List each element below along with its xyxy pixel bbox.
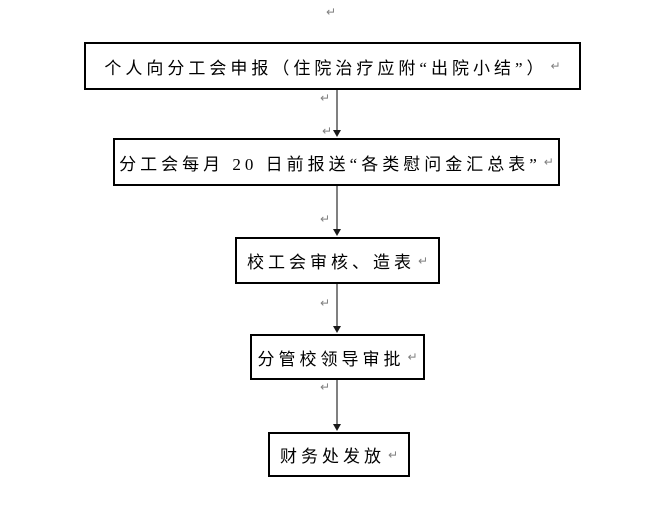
paragraph-return-mark: ↵ xyxy=(322,124,333,138)
paragraph-return-mark: ↵ xyxy=(326,5,337,19)
flow-step-label-5: 财务处发放 xyxy=(279,447,385,466)
paragraph-return-mark: ↵ xyxy=(543,155,554,169)
flow-step-box-3: 校工会审核、造表 ↵ xyxy=(235,237,440,284)
connector-line xyxy=(336,284,338,327)
flow-step-box-4: 分管校领导审批 ↵ xyxy=(250,334,425,380)
flow-step-label-3: 校工会审核、造表 xyxy=(246,253,415,272)
flow-step-box-5: 财务处发放 ↵ xyxy=(268,432,410,477)
connector-line xyxy=(336,380,338,425)
paragraph-return-mark: ↵ xyxy=(550,59,561,73)
flow-step-box-1: 个人向分工会申报（住院治疗应附“出院小结”） ↵ xyxy=(84,42,581,90)
flow-step-box-2: 分工会每月 20 日前报送“各类慰问金汇总表” ↵ xyxy=(113,138,560,186)
flow-step-label-4: 分管校领导审批 xyxy=(257,349,405,369)
paragraph-return-mark: ↵ xyxy=(320,296,331,310)
down-arrowhead-icon xyxy=(333,130,341,137)
paragraph-return-mark: ↵ xyxy=(407,350,418,364)
paragraph-return-mark: ↵ xyxy=(417,253,429,268)
down-arrowhead-icon xyxy=(333,229,341,236)
flow-connector-3 xyxy=(332,284,342,333)
down-arrowhead-icon xyxy=(333,326,341,333)
connector-line xyxy=(336,90,338,131)
flow-connector-1 xyxy=(332,90,342,137)
flow-connector-4 xyxy=(332,380,342,431)
paragraph-return-mark: ↵ xyxy=(387,447,399,462)
flow-connector-2 xyxy=(332,186,342,236)
paragraph-return-mark: ↵ xyxy=(320,212,331,226)
flow-step-label-2: 分工会每月 20 日前报送“各类慰问金汇总表” xyxy=(119,154,541,174)
connector-line xyxy=(336,186,338,230)
down-arrowhead-icon xyxy=(333,424,341,431)
paragraph-return-mark: ↵ xyxy=(320,91,331,105)
paragraph-return-mark: ↵ xyxy=(320,380,331,394)
flow-step-label-1: 个人向分工会申报（住院治疗应附“出院小结”） xyxy=(104,58,548,78)
